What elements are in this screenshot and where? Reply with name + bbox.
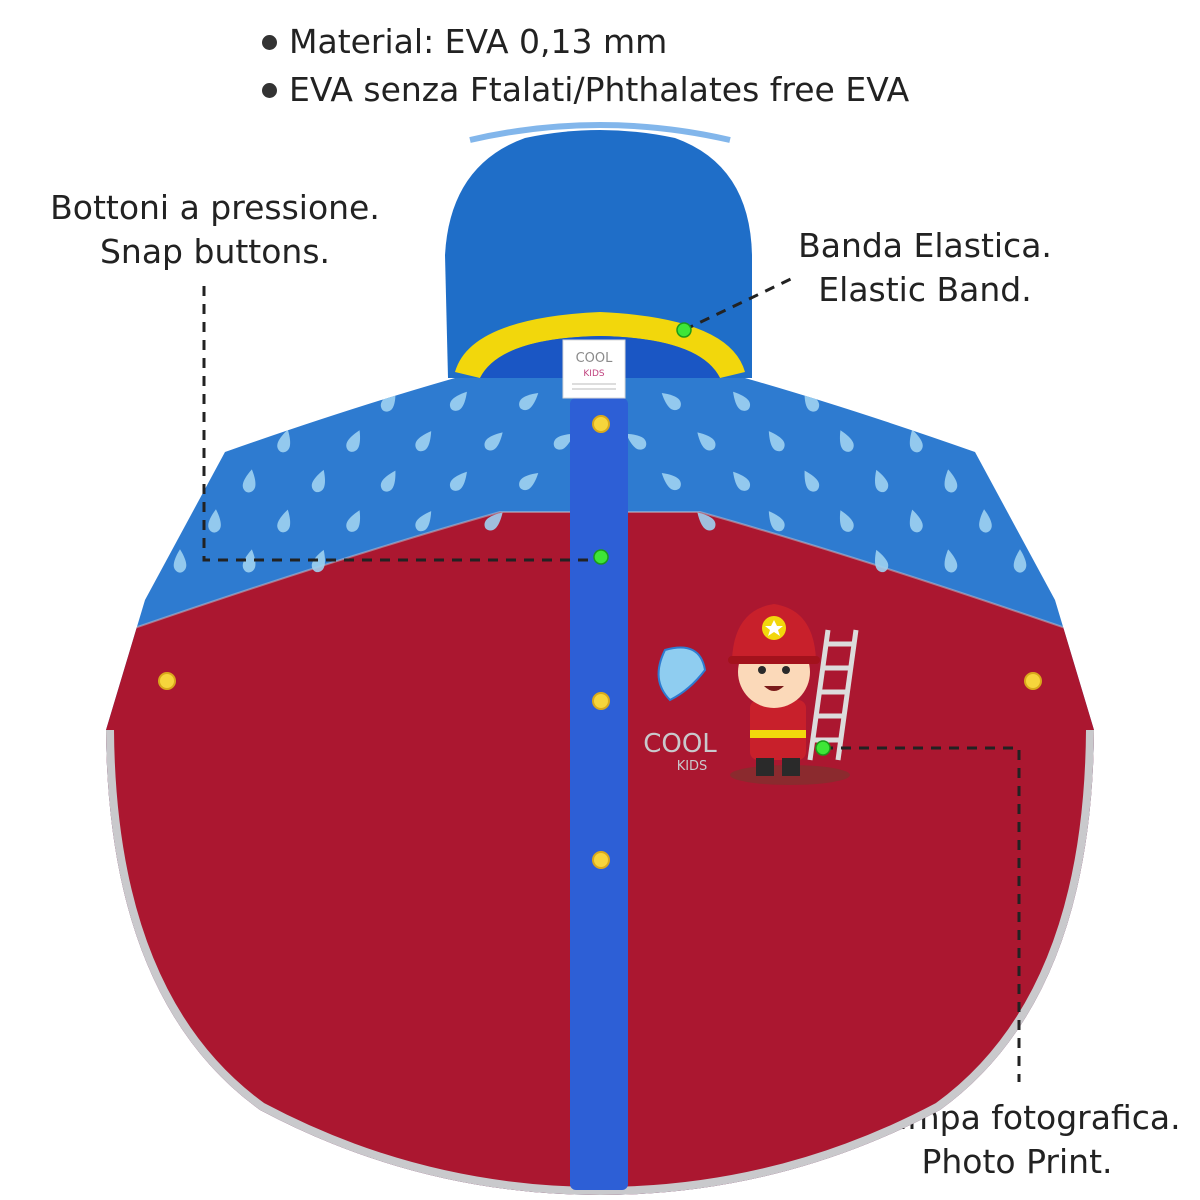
firefighter-icon bbox=[657, 604, 859, 785]
water-drop-icon bbox=[173, 469, 187, 493]
print-brand-bottom: KIDS bbox=[677, 759, 708, 774]
feature-list: Material: EVA 0,13 mm EVA senza Ftalati/… bbox=[262, 18, 909, 114]
callout-elastic-band-en: Elastic Band. bbox=[818, 270, 1032, 309]
button-placket bbox=[570, 398, 628, 1190]
snap-button bbox=[592, 851, 610, 869]
marker-elastic-band bbox=[676, 322, 692, 338]
label-brand-bottom: KIDS bbox=[583, 369, 604, 379]
callout-photo-print-en: Photo Print. bbox=[921, 1142, 1113, 1181]
snap-buttons bbox=[158, 415, 1042, 869]
feature-item-material: Material: EVA 0,13 mm bbox=[262, 18, 909, 66]
snap-button bbox=[158, 672, 176, 690]
print-brand-top: COOL bbox=[643, 729, 717, 759]
marker-dots bbox=[593, 322, 831, 756]
reflective-trim bbox=[106, 729, 1094, 1195]
feature-text-material: Material: EVA 0,13 mm bbox=[289, 22, 668, 61]
snap-button bbox=[592, 692, 610, 710]
water-drop-icon bbox=[941, 388, 959, 414]
firefighter-print: COOL KIDS bbox=[643, 604, 859, 785]
brand-label: COOL KIDS bbox=[562, 339, 626, 399]
leader-line-photo-print bbox=[823, 746, 1021, 1082]
feature-text-phthalates: EVA senza Ftalati/Phthalates free EVA bbox=[289, 70, 910, 109]
water-drop-icon bbox=[173, 389, 187, 413]
label-brand-top: COOL bbox=[576, 351, 614, 366]
water-drop-icon bbox=[870, 387, 891, 414]
leader-line-snap-buttons bbox=[202, 286, 601, 562]
hood-trim-yellow bbox=[455, 312, 745, 378]
water-drop-icon bbox=[1013, 469, 1027, 493]
leader-line-elastic-band bbox=[683, 275, 796, 332]
callout-snap-buttons-en: Snap buttons. bbox=[99, 232, 331, 271]
callout-elastic-band: Banda Elastica. Elastic Band. bbox=[770, 224, 1080, 312]
feature-item-phthalates: EVA senza Ftalati/Phthalates free EVA bbox=[262, 66, 909, 114]
water-drop-icon bbox=[977, 428, 993, 454]
water-drop-icon bbox=[1013, 389, 1027, 413]
snap-button bbox=[1024, 672, 1042, 690]
water-drop-icon bbox=[309, 387, 330, 414]
bullet-icon bbox=[262, 82, 277, 98]
callout-snap-buttons: Bottoni a pressione. Snap buttons. bbox=[20, 186, 410, 274]
bullet-icon bbox=[262, 34, 277, 50]
leader-lines bbox=[202, 275, 1021, 1082]
marker-snap-buttons bbox=[593, 549, 609, 565]
water-drop-icon bbox=[207, 428, 223, 454]
callout-snap-buttons-it: Bottoni a pressione. bbox=[50, 188, 380, 227]
callout-elastic-band-it: Banda Elastica. bbox=[798, 226, 1052, 265]
water-drop-icon bbox=[241, 388, 259, 414]
marker-photo-print bbox=[815, 740, 831, 756]
snap-button bbox=[592, 415, 610, 433]
